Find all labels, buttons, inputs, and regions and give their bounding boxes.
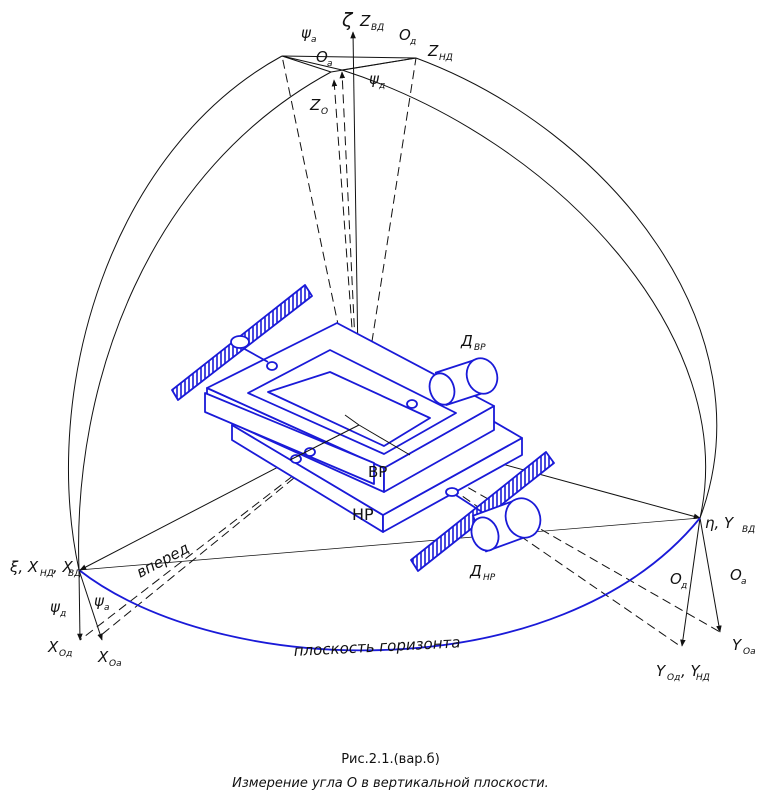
arc-outer-left — [68, 55, 283, 571]
label-theta-a-right: О — [730, 566, 742, 584]
arc-inner-left — [78, 71, 332, 571]
label-theta-a-top: О — [316, 48, 328, 66]
svg-text:д: д — [409, 37, 416, 47]
svg-text:д: д — [680, 581, 687, 591]
label-z-nd: Z — [427, 42, 439, 60]
label-y-oa: Y — [732, 636, 743, 654]
svg-text:НД: НД — [40, 569, 54, 579]
motor-nr — [445, 487, 542, 553]
label-x-oa: X — [97, 648, 109, 666]
svg-text:д: д — [378, 81, 385, 91]
label-horizon: плоскость горизонта — [293, 633, 461, 660]
svg-text:Од: Од — [667, 673, 680, 683]
arc-outer-right — [415, 57, 718, 519]
gimbal-device — [171, 284, 555, 572]
label-theta-d-top: О — [399, 26, 411, 44]
label-psi-a-left: ψ — [94, 592, 105, 610]
apex-top-line — [281, 55, 417, 59]
label-vr: ВР — [368, 463, 387, 481]
label-psi-d-top: ψ — [369, 70, 380, 88]
svg-text:ВД: ВД — [371, 23, 384, 33]
label-x-od: X — [47, 638, 59, 656]
figure-caption-title: Измерение угла О в вертикальной плоскост… — [232, 776, 549, 791]
svg-text:а: а — [311, 35, 317, 45]
svg-text:Оа: Оа — [109, 659, 122, 669]
label-xi-group: ξ, X — [9, 558, 39, 576]
label-d-vr: Д — [460, 332, 473, 350]
label-psi-d-left: ψ — [50, 598, 61, 616]
label-forward: вперед — [133, 539, 192, 582]
horizon-arc — [78, 517, 701, 652]
svg-text:О: О — [321, 107, 328, 117]
label-z-vd: Z — [359, 12, 371, 30]
motor-vr — [428, 357, 499, 406]
svg-text:ВД: ВД — [742, 525, 755, 535]
svg-text:, X: , X — [53, 558, 74, 576]
svg-text:а: а — [104, 603, 110, 613]
label-z-o: Z — [309, 96, 321, 114]
label-y-od-group: Y — [656, 662, 667, 680]
label-d-nr: Д — [469, 562, 482, 580]
svg-text:ВД: ВД — [68, 569, 81, 579]
label-eta-group: η, Y — [705, 514, 735, 532]
svg-text:НР: НР — [483, 573, 496, 583]
svg-text:ВР: ВР — [474, 343, 486, 353]
inner-rays — [289, 414, 411, 461]
svg-text:а: а — [741, 577, 747, 587]
svg-text:а: а — [327, 59, 333, 69]
svg-text:, Y: , Y — [681, 662, 702, 680]
label-nr: НР — [352, 505, 374, 524]
label-psi-a-top: ψ — [301, 24, 312, 42]
svg-text:Од: Од — [59, 649, 72, 659]
label-theta-d-right: О — [670, 570, 682, 588]
figure-caption-number: Рис.2.1.(вар.б) — [341, 752, 440, 767]
crossbar — [204, 392, 375, 485]
svg-text:Оа: Оа — [743, 647, 756, 657]
svg-text:НД: НД — [696, 673, 710, 683]
arc-inner-right — [341, 69, 706, 519]
meridian-arcs — [68, 55, 718, 571]
svg-text:д: д — [59, 609, 66, 619]
label-zeta: ζ — [341, 9, 354, 31]
svg-text:НД: НД — [439, 53, 453, 63]
